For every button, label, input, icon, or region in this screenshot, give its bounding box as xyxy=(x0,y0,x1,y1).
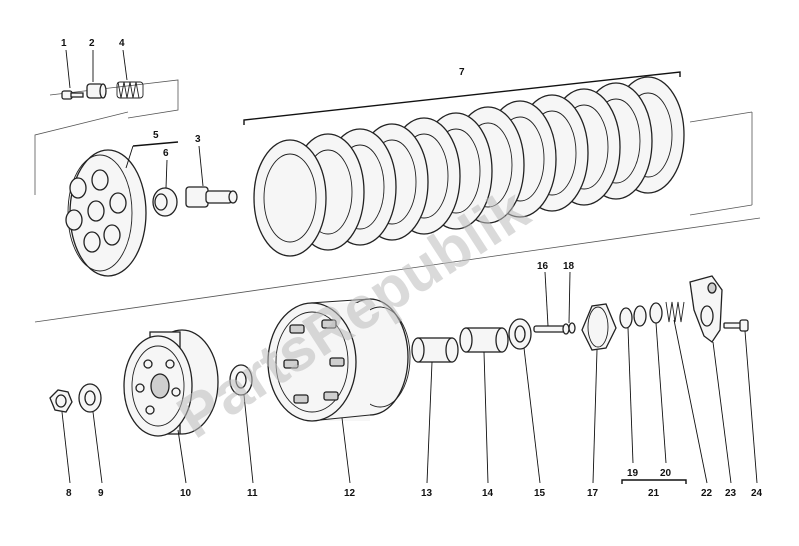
leader-6 xyxy=(165,159,168,189)
part-22-spring xyxy=(665,301,685,323)
label-9: 9 xyxy=(98,488,104,499)
part-10-clutch-hub xyxy=(123,329,219,437)
part-24-bolt xyxy=(723,319,749,332)
label-14: 14 xyxy=(482,488,494,499)
leader-17 xyxy=(592,349,598,484)
plate-frame-right xyxy=(689,111,753,123)
label-19: 19 xyxy=(627,468,639,479)
label-17: 17 xyxy=(587,488,599,499)
leader-8 xyxy=(61,411,71,484)
part-17-piston xyxy=(581,303,617,351)
leader-24 xyxy=(744,330,758,484)
part-14-bushing xyxy=(459,327,509,353)
label-20: 20 xyxy=(660,468,672,479)
leader-3 xyxy=(198,145,204,187)
leader-16 xyxy=(544,271,549,327)
leader-18 xyxy=(568,271,571,324)
clutch-plate-stack xyxy=(253,76,685,257)
leader-9 xyxy=(92,411,103,484)
section-divider xyxy=(34,217,761,323)
leader-20 xyxy=(655,322,667,464)
label-18: 18 xyxy=(563,261,575,272)
leader-14 xyxy=(483,351,489,484)
label-24: 24 xyxy=(751,488,763,499)
label-10: 10 xyxy=(180,488,192,499)
top-kit-frame xyxy=(49,79,179,119)
part-18-orings xyxy=(562,322,576,335)
bracket-5 xyxy=(132,141,179,147)
leader-11 xyxy=(243,394,254,484)
label-22: 22 xyxy=(701,488,713,499)
leader-22 xyxy=(673,319,708,484)
label-1: 1 xyxy=(61,38,67,49)
part-15-washer xyxy=(508,318,532,350)
part-20-seal xyxy=(649,302,663,324)
label-7: 7 xyxy=(459,67,465,78)
leader-13 xyxy=(426,361,433,484)
label-16: 16 xyxy=(537,261,549,272)
part-3-pushrod xyxy=(185,186,238,208)
label-23: 23 xyxy=(725,488,737,499)
bracket-21 xyxy=(621,479,687,484)
leader-19 xyxy=(627,327,634,464)
label-5: 5 xyxy=(153,130,159,141)
part-16-pushrod xyxy=(533,325,567,333)
part-13-sleeve xyxy=(411,337,459,363)
leader-15 xyxy=(523,347,541,484)
label-3: 3 xyxy=(195,134,201,145)
pressure-plate xyxy=(65,149,147,277)
part-23-cylinder-body xyxy=(689,275,723,343)
label-12: 12 xyxy=(344,488,356,499)
part-9-washer xyxy=(78,383,102,413)
label-13: 13 xyxy=(421,488,433,499)
part-6-bearing xyxy=(152,187,178,217)
leader-5-down xyxy=(125,145,134,169)
label-4: 4 xyxy=(119,38,125,49)
part-2-bushing xyxy=(86,83,107,99)
plate-frame-bottom xyxy=(689,204,753,216)
part-11-washer xyxy=(229,364,253,396)
leader-1 xyxy=(65,49,71,89)
leader-4 xyxy=(122,49,128,81)
bracket-7 xyxy=(243,71,681,125)
leader-12 xyxy=(341,417,351,484)
part-19-seal xyxy=(619,305,647,329)
label-2: 2 xyxy=(89,38,95,49)
part-4-spring xyxy=(116,81,144,99)
label-15: 15 xyxy=(534,488,546,499)
label-21: 21 xyxy=(648,488,660,499)
upper-frame-line xyxy=(34,111,129,195)
label-6: 6 xyxy=(163,148,169,159)
leader-10 xyxy=(177,429,187,484)
part-1-screw xyxy=(61,90,84,100)
leader-23 xyxy=(712,341,732,484)
label-11: 11 xyxy=(247,488,258,499)
label-8: 8 xyxy=(66,488,72,499)
part-8-nut xyxy=(49,389,73,413)
part-12-clutch-basket xyxy=(267,298,411,422)
